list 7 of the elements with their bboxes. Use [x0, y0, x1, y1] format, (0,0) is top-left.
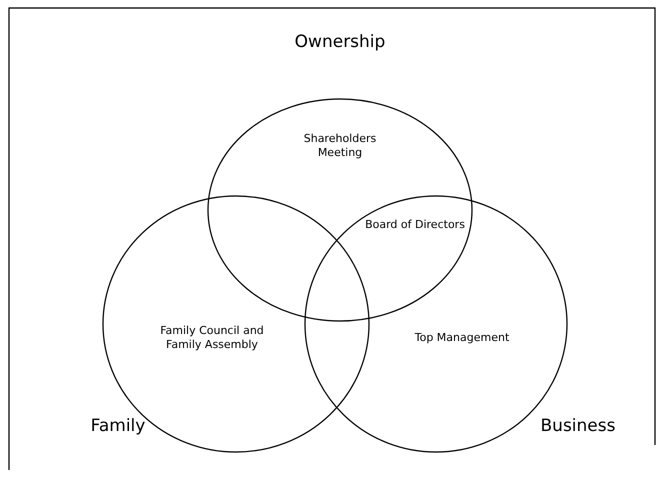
circle-heading: Ownership: [294, 31, 386, 54]
circle-heading: Family: [90, 415, 146, 438]
circle-heading: Business: [540, 415, 616, 438]
region-label: Family Council and Family Assembly: [159, 324, 265, 352]
region-label: Board of Directors: [365, 218, 465, 232]
region-label: Shareholders Meeting: [302, 132, 378, 160]
region-label: Top Management: [414, 331, 510, 345]
